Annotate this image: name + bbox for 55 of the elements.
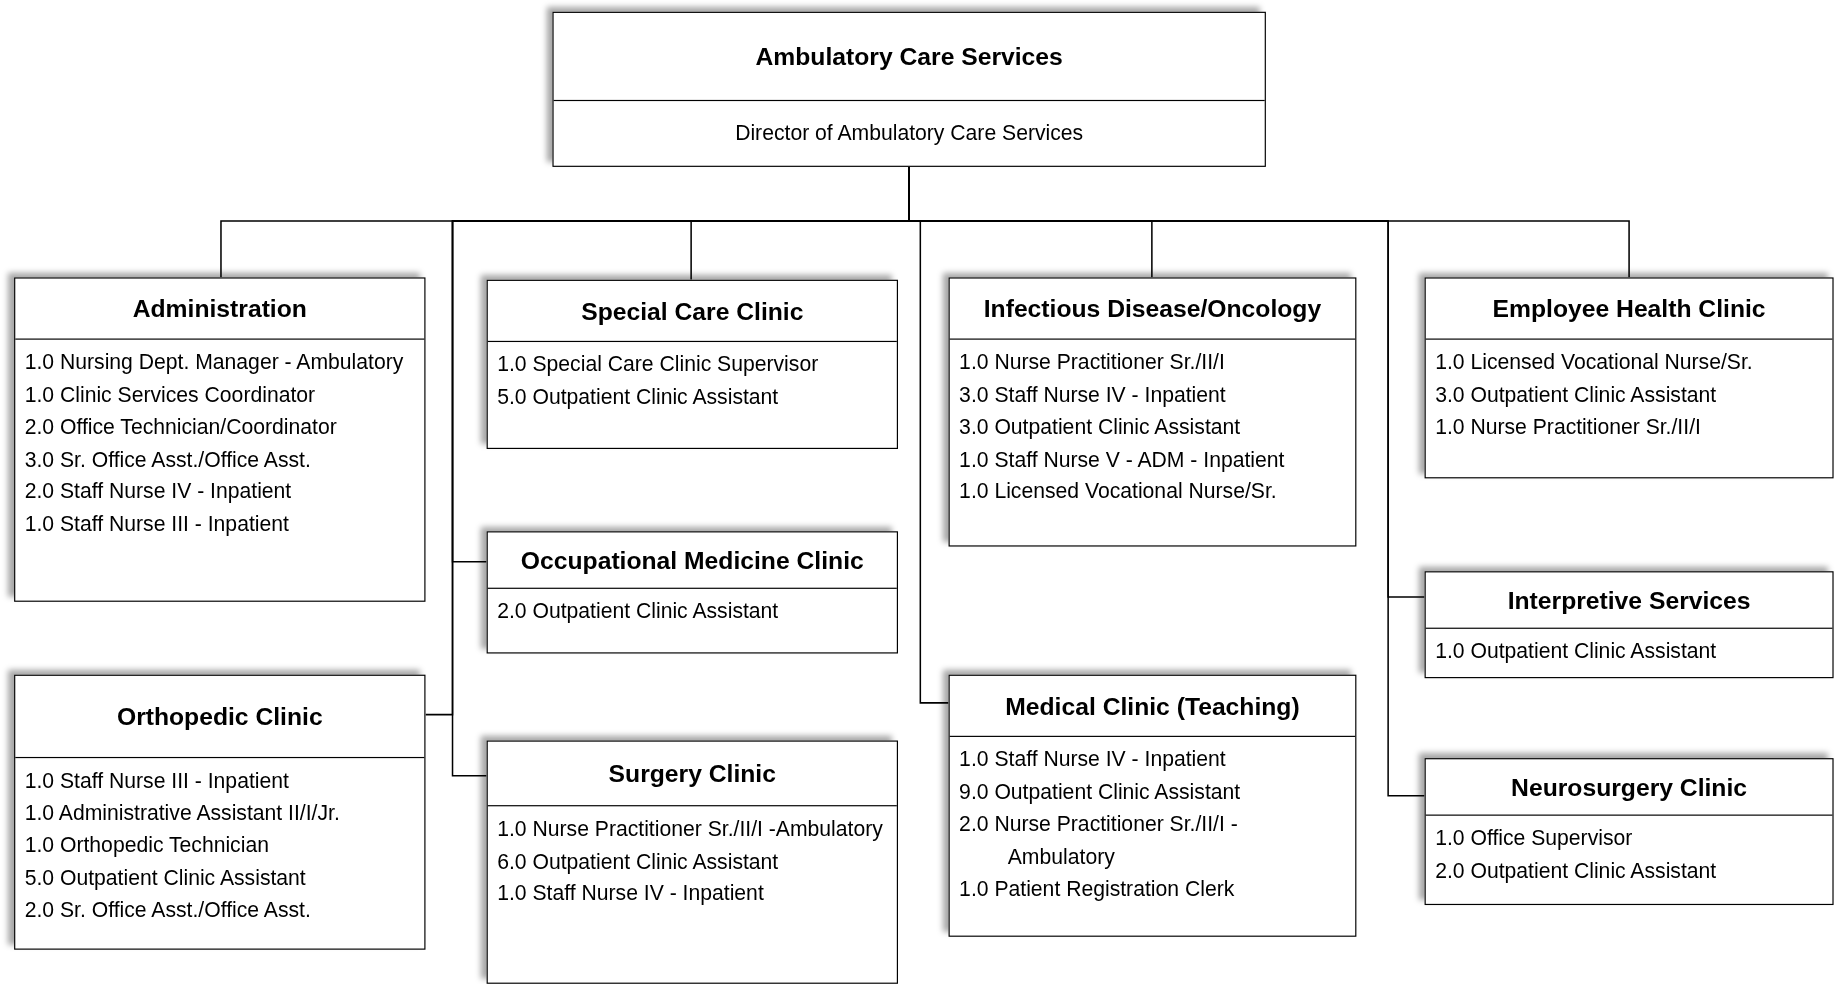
org-box	[1424, 571, 1834, 679]
unit-name: Medical Clinic (Teaching)	[1005, 691, 1300, 720]
staff-position: 1.0 Licensed Vocational Nurse/Sr.	[1435, 349, 1754, 376]
org-box	[14, 277, 426, 602]
staff-position: 1.0 Staff Nurse IV - Inpatient	[959, 746, 1227, 774]
org-box	[948, 674, 1357, 937]
unit-name: Ambulatory Care Services	[755, 42, 1063, 71]
staff-position: 1.0 Staff Nurse V - ADM - Inpatient	[959, 446, 1286, 474]
staff-position: 1.0 Staff Nurse IV - Inpatient	[497, 880, 765, 908]
org-box	[14, 674, 426, 950]
unit-name: Special Care Clinic	[581, 296, 804, 325]
staff-position: 2.0 Office Technician/Coordinator	[24, 414, 338, 441]
staff-position: 2.0 Sr. Office Asst./Office Asst.	[24, 897, 312, 924]
org-box	[1424, 758, 1834, 906]
staff-position: 1.0 Staff Nurse III - Inpatient	[24, 511, 290, 538]
staff-position: 6.0 Outpatient Clinic Assistant	[497, 848, 780, 876]
org-box	[486, 740, 898, 984]
staff-position: 3.0 Outpatient Clinic Assistant	[959, 414, 1242, 441]
staff-position: 3.0 Staff Nurse IV - Inpatient	[959, 381, 1227, 409]
unit-name: Orthopedic Clinic	[116, 702, 323, 731]
staff-position: 1.0 Nurse Practitioner Sr./II/I	[959, 349, 1226, 376]
staff-position: 2.0 Staff Nurse IV - Inpatient	[24, 479, 293, 506]
staff-position: 2.0 Outpatient Clinic Assistant	[497, 598, 780, 625]
unit-name: Interpretive Services	[1507, 585, 1751, 615]
org-box	[552, 11, 1266, 167]
unit-name: Administration	[132, 294, 307, 323]
unit-name: Neurosurgery Clinic	[1511, 772, 1748, 801]
staff-position: 5.0 Outpatient Clinic Assistant	[24, 865, 307, 892]
staff-position: 1.0 Orthopedic Technician	[24, 832, 270, 860]
unit-name: Infectious Disease/Oncology	[983, 294, 1322, 323]
org-box	[1424, 277, 1834, 479]
staff-position: 1.0 Special Care Clinic Supervisor	[497, 351, 820, 379]
staff-position: 2.0 Nurse Practitioner Sr./II/I - Ambulatory	[959, 811, 1239, 871]
staff-position: 1.0 Nursing Dept. Manager - Ambulatory	[24, 349, 405, 376]
staff-position: 1.0 Nurse Practitioner Sr./II/I	[1435, 414, 1702, 441]
staff-position: 1.0 Licensed Vocational Nurse/Sr.	[959, 479, 1278, 506]
org-box	[486, 531, 898, 654]
unit-name: Employee Health Clinic	[1492, 294, 1766, 323]
staff-position: 1.0 Nurse Practitioner Sr./II/I -Ambulatory	[497, 815, 884, 843]
staff-position: 1.0 Outpatient Clinic Assistant	[1435, 638, 1718, 665]
staff-position: 5.0 Outpatient Clinic Assistant	[497, 384, 780, 411]
staff-position: 1.0 Office Supervisor	[1435, 825, 1634, 852]
staff-position: 3.0 Sr. Office Asst./Office Asst.	[24, 446, 312, 474]
unit-name: Surgery Clinic	[608, 759, 776, 788]
org-box	[948, 277, 1357, 547]
staff-position: 1.0 Clinic Services Coordinator	[24, 381, 317, 409]
staff-position: 9.0 Outpatient Clinic Assistant	[959, 779, 1242, 806]
staff-position: 2.0 Outpatient Clinic Assistant	[1435, 857, 1718, 885]
staff-position: 3.0 Outpatient Clinic Assistant	[1435, 381, 1718, 409]
staff-position: 1.0 Staff Nurse III - Inpatient	[24, 767, 290, 795]
director-title: Director of Ambulatory Care Services	[735, 120, 1084, 146]
org-box	[486, 279, 898, 449]
staff-position: 1.0 Administrative Assistant II/I/Jr.	[24, 800, 341, 827]
staff-position: 1.0 Patient Registration Clerk	[959, 876, 1236, 903]
unit-name: Occupational Medicine Clinic	[520, 545, 864, 575]
